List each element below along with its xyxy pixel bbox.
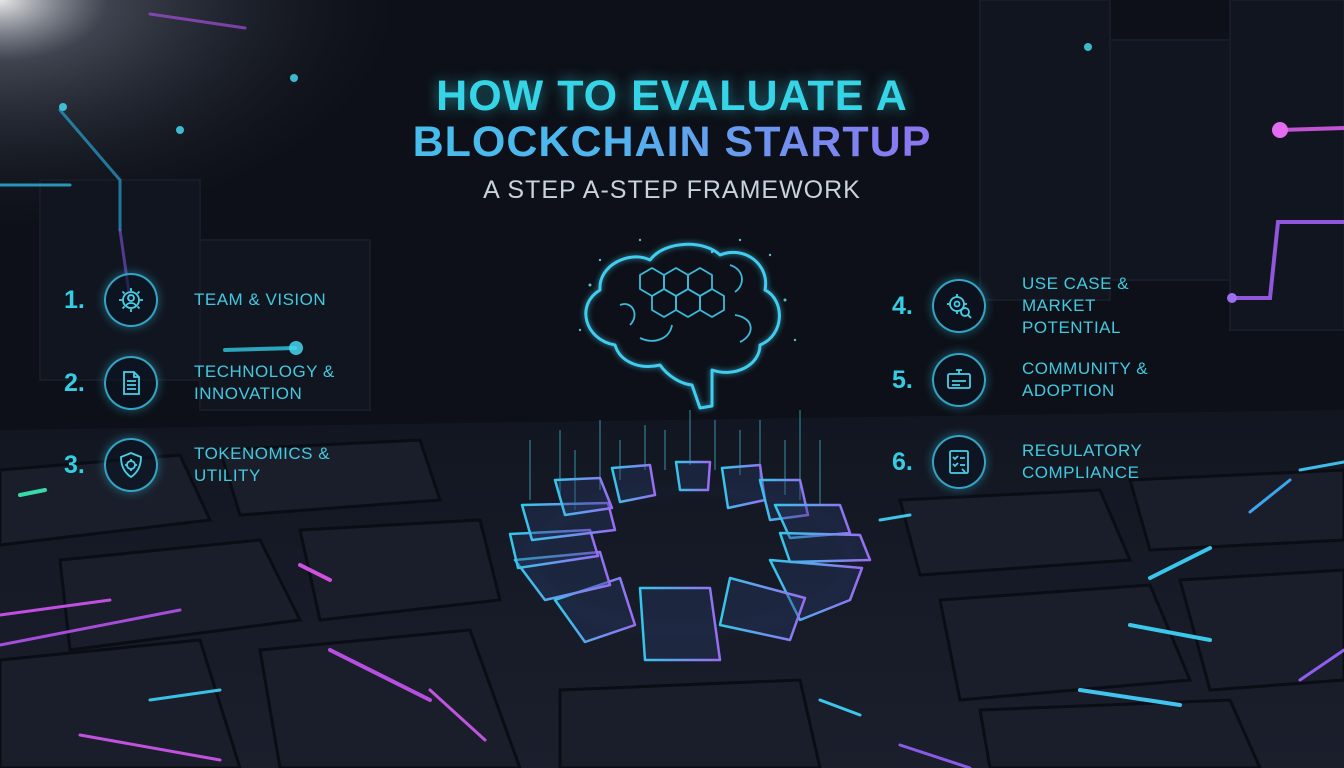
step-label: USE CASE & MARKET POTENTIAL [1022, 274, 1130, 337]
shield-gear-icon [104, 438, 158, 492]
step-1: 1. TEAM & VISION [64, 273, 364, 327]
step-label: TOKENOMICS & UTILITY [194, 444, 331, 485]
step-number: 1. [64, 285, 85, 314]
step-number: 3. [64, 450, 85, 479]
step-label: TECHNOLOGY & INNOVATION [194, 362, 335, 403]
gear-person-icon [104, 273, 158, 327]
step-5: 5. COMMUNITY & ADOPTION [892, 353, 1192, 407]
step-label: REGULATORY COMPLIANCE [1022, 441, 1142, 482]
subtitle: A STEP A-STEP FRAMEWORK [483, 176, 861, 204]
step-number: 2. [64, 368, 85, 397]
step-6: 6. REGULATORY COMPLIANCE [892, 435, 1192, 489]
block-ring [508, 460, 872, 662]
step-number: 5. [892, 365, 913, 394]
gear-magnify-icon [932, 279, 986, 333]
step-4: 4. USE CASE & MARKET POTENTIAL [892, 273, 1192, 339]
step-number: 6. [892, 447, 913, 476]
checklist-icon [932, 435, 986, 489]
title-line-2: BLOCKCHAIN STARTUP [0, 118, 1344, 167]
step-3: 3. TOKENOMICS & UTILITY [64, 438, 364, 492]
terminal-box-icon [932, 353, 986, 407]
document-icon [104, 356, 158, 410]
step-2: 2. TECHNOLOGY & INNOVATION [64, 356, 364, 410]
step-number: 4. [892, 291, 913, 320]
title-line-1: HOW TO EVALUATE A [436, 72, 908, 120]
step-label: TEAM & VISION [194, 290, 327, 309]
brain-icon [584, 242, 781, 410]
step-label: COMMUNITY & ADOPTION [1022, 359, 1149, 400]
